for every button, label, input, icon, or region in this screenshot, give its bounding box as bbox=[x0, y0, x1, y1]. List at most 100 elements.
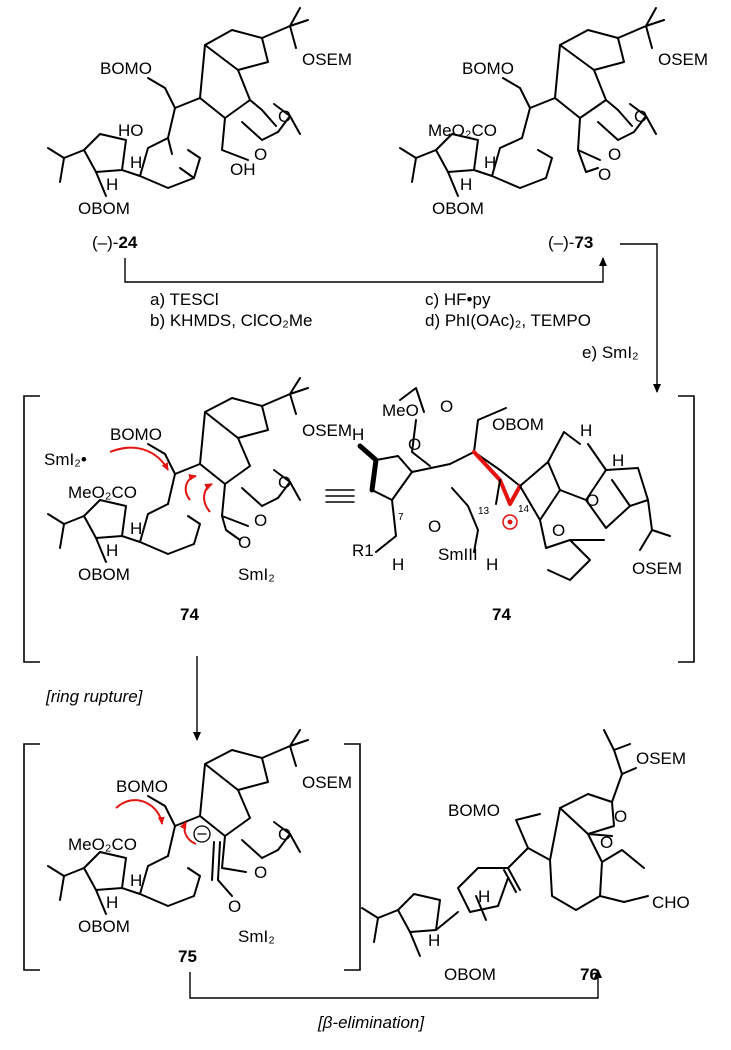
c74b-pos13: 13 bbox=[478, 506, 490, 517]
c75-h2: H bbox=[106, 893, 118, 912]
c24-o2: O bbox=[254, 145, 267, 164]
compound-73-label: (–)-73 bbox=[548, 233, 593, 252]
electron-arrow-4 bbox=[115, 799, 165, 825]
compound-74a-structure bbox=[47, 377, 309, 563]
condition-d: d) PhI(OAc)₂, TEMPO bbox=[425, 311, 591, 330]
equivalence-sign bbox=[325, 489, 355, 503]
c74a-osem: OSEM bbox=[302, 421, 352, 440]
c74b-obom: OBOM bbox=[492, 415, 544, 434]
c74b-h3: H bbox=[392, 555, 404, 574]
radical-dot bbox=[507, 519, 513, 525]
c24-ho: HO bbox=[118, 121, 144, 140]
c24-h2: H bbox=[106, 175, 118, 194]
arrow-24-to-73 bbox=[124, 257, 607, 283]
compound-76-label: 76 bbox=[580, 965, 599, 984]
c75-bomo: BOMO bbox=[116, 777, 168, 796]
c74b-pos14: 14 bbox=[518, 504, 530, 515]
c75-smi2: SmI₂ bbox=[238, 927, 275, 946]
c74a-o3: O bbox=[238, 533, 251, 552]
compound-75-label: 75 bbox=[178, 947, 197, 966]
c75-obom: OBOM bbox=[78, 917, 130, 936]
c74a-smi2: SmI₂ bbox=[238, 565, 275, 584]
c75-o2: O bbox=[254, 863, 267, 882]
c74b-meo: MeO bbox=[382, 401, 419, 420]
c75-meo2co: MeO₂CO bbox=[68, 835, 137, 854]
bracket-74-left bbox=[23, 395, 40, 663]
c76-bomo: BOMO bbox=[448, 801, 500, 820]
c73-osem: OSEM bbox=[658, 50, 708, 69]
compound-76-structure bbox=[361, 729, 649, 957]
compound-74b-label: 74 bbox=[492, 605, 511, 624]
c73-o1: O bbox=[634, 107, 647, 126]
c74a-h2: H bbox=[106, 541, 118, 560]
c74a-meo2co: MeO₂CO bbox=[68, 483, 137, 502]
c75-o3: O bbox=[228, 897, 241, 916]
c74b-h4: H bbox=[486, 555, 498, 574]
condition-a: a) TESCl bbox=[150, 290, 219, 309]
c74b-h-alkene: H bbox=[352, 425, 364, 444]
c76-h1: H bbox=[478, 887, 490, 906]
electron-arrow-5 bbox=[179, 821, 197, 845]
c76-obom: OBOM bbox=[444, 965, 496, 984]
compound-24-structure bbox=[47, 7, 309, 197]
condition-c: c) HF•py bbox=[425, 290, 491, 309]
arrow-73-to-74 bbox=[620, 243, 661, 393]
c75-h1: H bbox=[130, 871, 142, 890]
c73-o3: O bbox=[598, 165, 611, 184]
c74b-o-ester: O bbox=[408, 435, 421, 454]
compound-24-label: (–)-24 bbox=[92, 233, 138, 252]
c74b-o-acetal1: O bbox=[552, 521, 565, 540]
c74b-h1: H bbox=[580, 421, 592, 440]
c74a-h1: H bbox=[130, 519, 142, 538]
c73-h2: H bbox=[460, 175, 472, 194]
compound-73-structure bbox=[399, 7, 665, 197]
step-beta-elimination: [β-elimination] bbox=[317, 1013, 425, 1032]
c74b-o-carbonyl: O bbox=[440, 397, 453, 416]
step-ring-rupture: [ring rupture] bbox=[45, 687, 144, 706]
c75-o1: O bbox=[278, 825, 291, 844]
c74b-pos7: 7 bbox=[398, 512, 404, 523]
c24-o1: O bbox=[278, 107, 291, 126]
carbanion-circle bbox=[193, 825, 211, 843]
c74a-o2: O bbox=[254, 511, 267, 530]
c73-o2: O bbox=[608, 145, 621, 164]
c74a-smi2dot: SmI₂• bbox=[44, 450, 87, 469]
c76-h2: H bbox=[428, 931, 440, 950]
c24-obom: OBOM bbox=[78, 199, 130, 218]
c74b-h2: H bbox=[612, 451, 624, 470]
bracket-74-right bbox=[678, 395, 695, 663]
compound-75-structure bbox=[47, 729, 309, 915]
radical-dot-ring bbox=[502, 514, 518, 530]
condition-e: e) SmI₂ bbox=[582, 343, 639, 362]
c73-h1: H bbox=[484, 153, 496, 172]
electron-arrow-2 bbox=[184, 473, 197, 501]
c74b-osem: OSEM bbox=[632, 559, 682, 578]
c24-oh: OH bbox=[230, 160, 256, 179]
condition-b: b) KHMDS, ClCO₂Me bbox=[150, 311, 312, 330]
c76-osem: OSEM bbox=[636, 749, 686, 768]
c74b-o-acetal2: O bbox=[586, 491, 599, 510]
bracket-75-right bbox=[344, 743, 361, 971]
c74a-obom: OBOM bbox=[78, 565, 130, 584]
c74a-o1: O bbox=[278, 473, 291, 492]
bracket-75-left bbox=[23, 743, 40, 971]
c73-bomo: BOMO bbox=[462, 59, 514, 78]
electron-arrow-3 bbox=[203, 483, 213, 513]
c24-h1: H bbox=[130, 153, 142, 172]
c76-cho: CHO bbox=[652, 893, 690, 912]
compound-74b-structure bbox=[357, 387, 671, 581]
c74b-r1: R1 bbox=[352, 541, 374, 560]
c75-osem: OSEM bbox=[302, 773, 352, 792]
c73-obom: OBOM bbox=[432, 199, 484, 218]
c24-bomo: BOMO bbox=[100, 59, 152, 78]
arrow-75-to-76 bbox=[189, 969, 602, 999]
c74b-o-sm: O bbox=[428, 517, 441, 536]
c24-osem: OSEM bbox=[302, 50, 352, 69]
electron-arrow-1 bbox=[109, 446, 169, 471]
c76-o1: O bbox=[614, 807, 627, 826]
c74a-bomo: BOMO bbox=[110, 425, 162, 444]
compound-74a-label: 74 bbox=[180, 605, 199, 624]
c73-meo2co: MeO₂CO bbox=[428, 121, 497, 140]
c76-o2: O bbox=[600, 833, 613, 852]
